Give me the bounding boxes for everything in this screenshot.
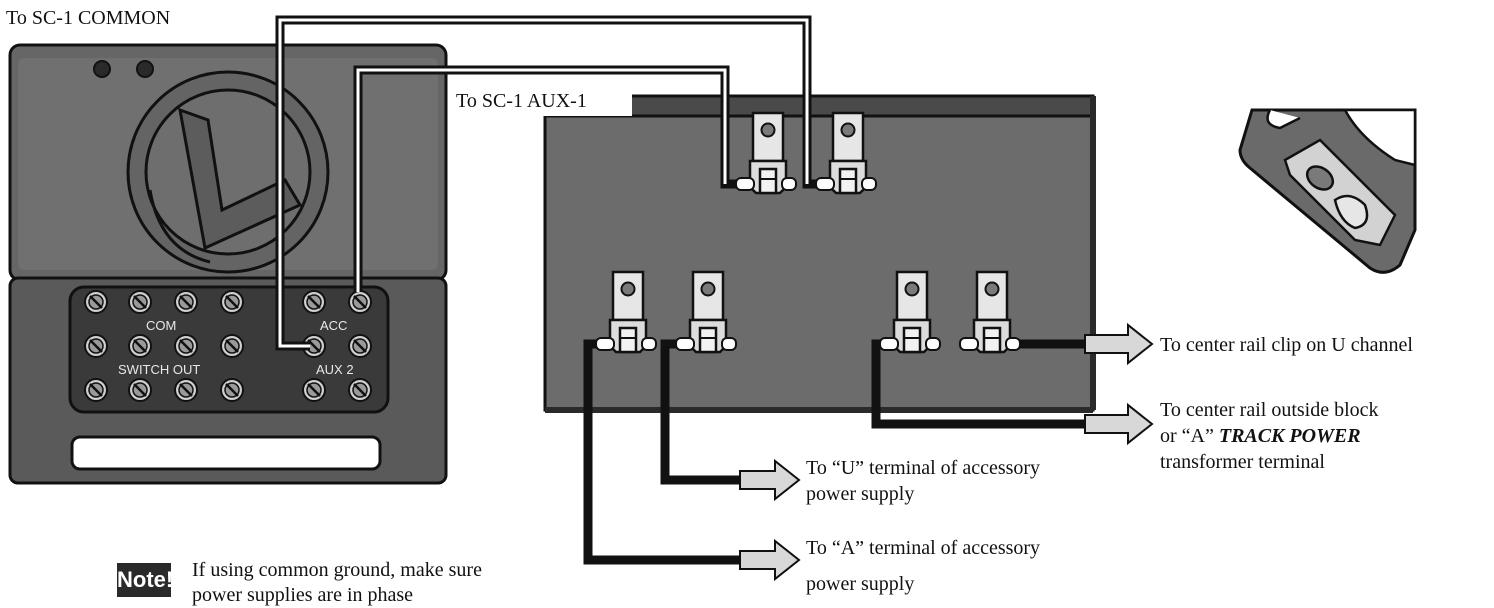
label-center-rail-u: To center rail clip on U channel [1160,334,1413,356]
u-channel-inset [1238,108,1417,274]
lionel-logo [126,70,330,274]
led-indicator [136,60,154,78]
note-text: If using common ground, make sure power … [192,558,522,608]
controller-label-switch-out: SWITCH OUT [118,362,200,377]
arrow-u-terminal [739,458,801,502]
note-line-1: If using common ground, make sure [192,559,482,581]
controller-label-aux2: AUX 2 [316,362,354,377]
label-a-terminal-line2: power supply [806,573,914,595]
label-u-terminal-line1: To “U” terminal of accessory [806,457,1040,479]
note-line-2: power supplies are in phase [192,584,414,606]
terminal-clip [608,270,648,354]
terminal-clip [688,270,728,354]
terminal-clip [748,111,788,195]
label-track-power: TRACK POWER [1219,425,1361,447]
label-slot [70,435,382,471]
label-u-terminal-line2: power supply [806,483,914,505]
arrow-center-rail-u [1084,322,1154,366]
terminal-clip [972,270,1012,354]
arrow-center-rail-outside [1084,402,1154,446]
label-center-rail-outside-line3: transformer terminal [1160,451,1325,473]
controller-device [8,43,448,485]
label-center-rail-outside-line2-pre: or “A” [1160,425,1219,447]
label-sc1-common: To SC-1 COMMON [6,7,170,29]
terminal-clip [892,270,932,354]
label-center-rail-outside-line1: To center rail outside block [1160,399,1379,421]
label-center-rail-outside-line2: or “A” TRACK POWER [1160,425,1361,447]
controller-label-acc: ACC [320,318,347,333]
block-panel [543,94,1096,413]
note-badge: Note! [117,563,173,597]
label-a-terminal-line1: To “A” terminal of accessory [806,537,1040,559]
arrow-a-terminal [739,538,801,582]
terminal-clip [828,111,868,195]
label-sc1-aux1: To SC-1 AUX-1 [456,90,587,112]
led-indicator [93,60,111,78]
controller-label-com: COM [146,318,176,333]
